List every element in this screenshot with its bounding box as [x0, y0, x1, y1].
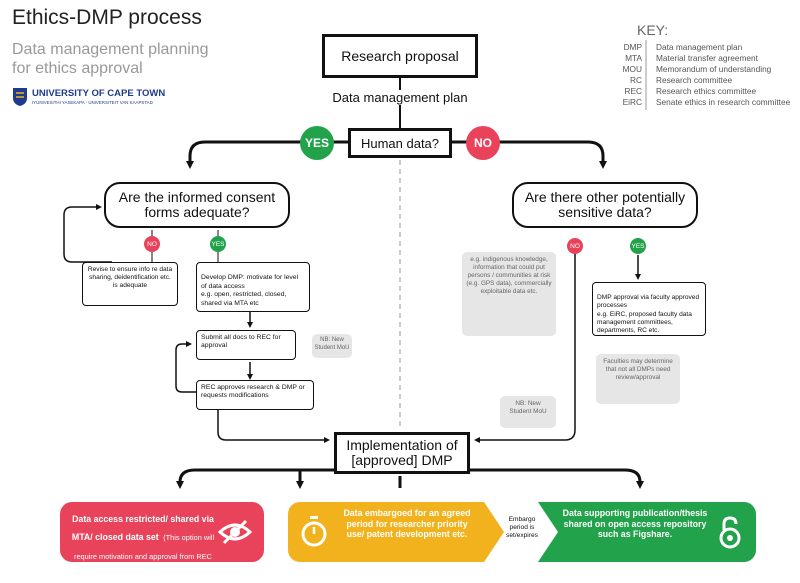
open-access-icon	[719, 516, 741, 549]
key-text: Research committee	[656, 75, 733, 85]
shared-text: Data supporting publication/thesis share…	[562, 508, 708, 540]
logo-text: UNIVERSITY OF CAPE TOWN	[32, 88, 166, 99]
embargo-note: Embargo period is set/expires	[506, 516, 538, 539]
consent-question-box: Are the informed consent forms adequate?	[104, 182, 290, 228]
sensitive-no-badge: NO	[567, 238, 583, 254]
nb-right-text: NB: New Student MoU	[509, 400, 547, 415]
uct-crest-icon	[13, 88, 27, 106]
stopwatch-icon	[301, 516, 327, 547]
revise-text: Revise to ensure info re data sharing, d…	[87, 266, 173, 290]
yes-label: YES	[304, 136, 329, 150]
research-proposal-box: Research proposal	[322, 34, 478, 78]
consent-yes-badge: YES	[210, 236, 226, 252]
consent-line2: forms adequate?	[144, 204, 250, 220]
human-data-label: Human data?	[360, 135, 440, 151]
key-text: Memorandum of understanding	[656, 64, 772, 74]
nb-right-note: NB: New Student MoU	[500, 396, 556, 428]
key-text: Senate ethics in research committee	[656, 97, 791, 107]
sensitive-yes-label: YES	[631, 242, 645, 250]
key-text: Research ethics committee	[656, 86, 757, 96]
dmp-faculty-text: DMP approval via faculty approved proces…	[597, 294, 700, 335]
key-text: Material transfer agreement	[656, 53, 758, 63]
key-abbr: EiRC	[622, 97, 642, 107]
logo-subtext: IYUNIVESITHI YASEKAPA · UNIVERSITEIT VAN…	[32, 100, 153, 105]
nb-left-note: NB: New Student MoU	[312, 334, 352, 358]
indigenous-note: e.g. indigenous knowledge, information t…	[462, 252, 556, 336]
university-logo: UNIVERSITY OF CAPE TOWN IYUNIVESITHI YAS…	[12, 87, 212, 109]
nb-left-text: NB: New Student MoU	[314, 337, 350, 351]
revise-box: Revise to ensure info re data sharing, d…	[82, 262, 178, 306]
rec-approves-text: REC approves research & DMP or requests …	[201, 384, 305, 400]
key-abbr: MTA	[625, 53, 642, 63]
sensitive-line1: Are there other potentially	[524, 188, 686, 205]
dmp-faculty-box: DMP approval via faculty approved proces…	[592, 282, 706, 336]
impl-line2: [approved] DMP	[351, 452, 453, 468]
sensitive-no-label: NO	[570, 242, 580, 250]
faculties-text: Faculties may determine that not all DMP…	[603, 358, 673, 381]
key-item: RC Research committee	[600, 75, 800, 86]
embargoed-outcome: Data embargoed for an agreed period for …	[288, 502, 484, 562]
embargoed-text: Data embargoed for an agreed period for …	[343, 508, 471, 540]
impl-line1: Implementation of	[346, 436, 458, 453]
eye-slash-icon	[218, 519, 252, 545]
sensitive-question-box: Are there other potentially sensitive da…	[512, 182, 698, 228]
research-proposal-label: Research proposal	[341, 48, 459, 64]
submit-docs-text: Submit all docs to REC for approval	[201, 334, 281, 350]
sensitive-yes-badge: YES	[630, 238, 646, 254]
rec-approves-box: REC approves research & DMP or requests …	[196, 380, 314, 410]
human-data-box: Human data?	[348, 128, 452, 158]
key-abbr: DMP	[623, 42, 642, 52]
key-heading: KEY:	[637, 22, 669, 38]
key-abbr: REC	[624, 86, 642, 96]
faculties-note: Faculties may determine that not all DMP…	[596, 354, 680, 404]
consent-no-badge: NO	[144, 236, 160, 252]
indigenous-text: e.g. indigenous knowledge, information t…	[466, 256, 552, 295]
key-text: Data management plan	[656, 42, 743, 52]
yes-badge: YES	[300, 126, 334, 160]
no-badge: NO	[466, 126, 500, 160]
page-title: Ethics-DMP process	[12, 6, 202, 29]
implementation-box: Implementation of [approved] DMP	[334, 432, 470, 474]
key-item: REC Research ethics committee	[600, 86, 800, 97]
consent-no-label: NO	[147, 240, 157, 248]
key-list: DMP Data management plan MTA Material tran…	[600, 42, 800, 108]
key-item: DMP Data management plan	[600, 42, 800, 53]
key-abbr: RC	[630, 75, 642, 85]
develop-dmp-text: Develop DMP: motivate for level of data …	[201, 274, 299, 307]
restricted-outcome: Data access restricted/ shared via MTA/ …	[60, 502, 264, 579]
consent-line1: Are the informed consent	[118, 188, 276, 205]
dmp-label: Data management plan	[300, 90, 500, 105]
submit-docs-box: Submit all docs to REC for approval	[196, 330, 296, 360]
sensitive-line2: sensitive data?	[558, 204, 652, 220]
consent-yes-label: YES	[211, 240, 225, 248]
develop-dmp-box: Develop DMP: motivate for level of data …	[196, 262, 310, 312]
key-item: MTA Material transfer agreement	[600, 53, 800, 64]
key-abbr: MOU	[622, 64, 642, 74]
page-subtitle-line1: Data management planning	[12, 41, 209, 58]
restricted-main-text: Data access restricted/ shared via MTA/ …	[71, 514, 214, 543]
page-subtitle-line2: for ethics approval	[12, 60, 143, 77]
shared-outcome: Data supporting publication/thesis share…	[538, 502, 756, 562]
key-item: EiRC Senate ethics in research committee	[600, 97, 800, 108]
key-item: MOU Memorandum of understanding	[600, 64, 800, 75]
no-label: NO	[474, 136, 492, 150]
embargo-arrow-shape	[484, 502, 504, 562]
